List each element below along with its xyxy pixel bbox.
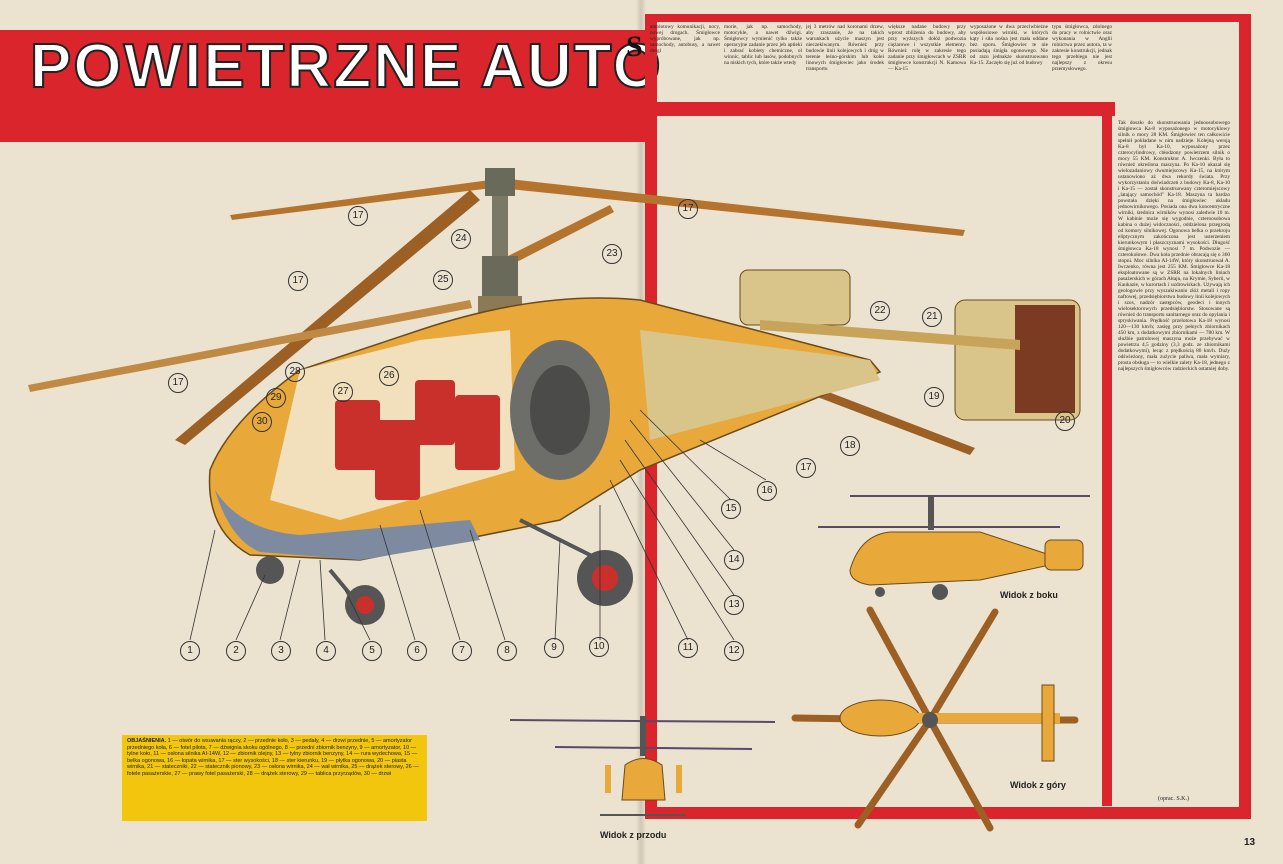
callout-27: 27 (333, 382, 353, 402)
callout-20: 20 (1055, 411, 1075, 431)
legend-heading: OBJAŚNIENIA. (127, 738, 167, 744)
callout-21: 21 (922, 307, 942, 327)
page-number: 13 (1244, 837, 1256, 848)
callout-7: 7 (452, 641, 472, 661)
callout-6: 6 (407, 641, 427, 661)
callout-4: 4 (316, 641, 336, 661)
title-banner (0, 30, 650, 142)
front-view-drawing (509, 716, 776, 816)
callout-5: 5 (362, 641, 382, 661)
top-view-drawing (791, 606, 1079, 832)
tail-unit (739, 269, 1081, 421)
callout-8: 8 (497, 641, 517, 661)
intro-column-6: typu śmigłowca, zdolnego do pracy w roln… (1052, 24, 1112, 72)
legend-text: 1 — otwór do wsuwania rączy, 2 — przedni… (127, 738, 419, 777)
intro-column-5: wyposażone w dwa przeciwbieżne współosio… (970, 24, 1048, 66)
seats (335, 380, 500, 500)
callout-25: 25 (433, 270, 453, 290)
callout-1: 1 (180, 641, 200, 661)
caption-top-view: Widok z góry (1010, 780, 1066, 790)
callout-24: 24 (451, 229, 471, 249)
intro-column-3: jej 3 metrów nad koronami drzew, aby zra… (806, 24, 884, 72)
callout-26: 26 (379, 366, 399, 386)
callout-28: 28 (285, 362, 305, 382)
callout-30: 30 (252, 412, 272, 432)
article-body-column: Tak doszło do skonstruowania jednoosobow… (1118, 120, 1230, 372)
side-view-drawing (818, 495, 1090, 600)
intro-column-1: amolotowy komunikacji, nocy, nowej droga… (650, 24, 720, 54)
callout-17-c: 17 (288, 271, 308, 291)
intro-column-2: morie, jak np. samochody, motocykle, a n… (724, 24, 802, 66)
legend-box: OBJAŚNIENIA. 1 — otwór do wsuwania rączy… (122, 735, 427, 821)
intro-column-4: większe nadane budowy przy wprost zbliże… (888, 24, 966, 72)
drop-cap: S (626, 30, 643, 63)
callout-16: 16 (757, 481, 777, 501)
callout-19: 19 (924, 387, 944, 407)
callout-17-a: 17 (348, 206, 368, 226)
callout-10: 10 (589, 637, 609, 657)
callout-12: 12 (724, 641, 744, 661)
author-signature: (oprac. S.K.) (1158, 796, 1189, 802)
callout-23: 23 (602, 244, 622, 264)
frame-divider (645, 102, 1115, 116)
callout-15: 15 (721, 499, 741, 519)
callout-17-d: 17 (168, 373, 188, 393)
page-title: POWIETRZNE AUTO (29, 32, 663, 101)
callout-14: 14 (724, 550, 744, 570)
callout-22: 22 (870, 301, 890, 321)
callout-3: 3 (271, 641, 291, 661)
callout-9: 9 (544, 638, 564, 658)
callout-17-e: 17 (796, 458, 816, 478)
callout-leaders (189, 409, 767, 641)
frame-column-rule (1102, 116, 1112, 806)
callout-18: 18 (840, 436, 860, 456)
callout-11: 11 (678, 638, 698, 658)
callout-13: 13 (724, 595, 744, 615)
landing-gear (256, 518, 633, 625)
callout-2: 2 (226, 641, 246, 661)
rotor-mast (478, 168, 522, 326)
callout-29: 29 (266, 388, 286, 408)
callout-17-b: 17 (678, 199, 698, 219)
caption-front-view: Widok z przodu (600, 830, 667, 840)
caption-side-view: Widok z boku (1000, 590, 1058, 600)
